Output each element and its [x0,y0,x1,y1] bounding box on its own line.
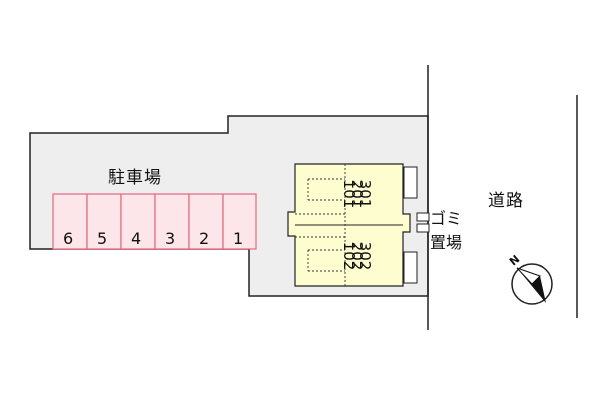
garbage-label-line2: 置場 [430,233,463,252]
unit-number: 102 [340,241,358,271]
parking-title: 駐車場 [108,168,162,188]
parking-slot-number: 5 [97,229,108,248]
parking-slot-6 [52,193,88,250]
parking-slot-3 [154,193,190,250]
interior-partitions [295,164,346,286]
garbage-label-line1: ゴミ [430,209,463,228]
balcony-box-lower [403,251,418,284]
compass-icon [511,263,553,305]
apartment-building [287,163,418,287]
garbage-bin-lower [416,223,430,233]
parking-slot-5 [86,193,122,250]
parking-slot-2 [188,193,224,250]
garbage-bin-upper [416,212,430,222]
garbage-area [416,212,430,233]
unit-number: 101 [340,179,358,209]
parking-area [52,193,257,250]
parking-slot-number: 1 [233,229,244,248]
parking-slot-number: 3 [165,229,176,248]
parking-slot-number: 4 [131,229,142,248]
parking-slot-1 [222,193,257,250]
parking-slot-number: 6 [63,229,74,248]
parking-slot-number: 2 [199,229,210,248]
balcony-box-upper [403,166,418,199]
road-label: 道路 [488,191,524,211]
